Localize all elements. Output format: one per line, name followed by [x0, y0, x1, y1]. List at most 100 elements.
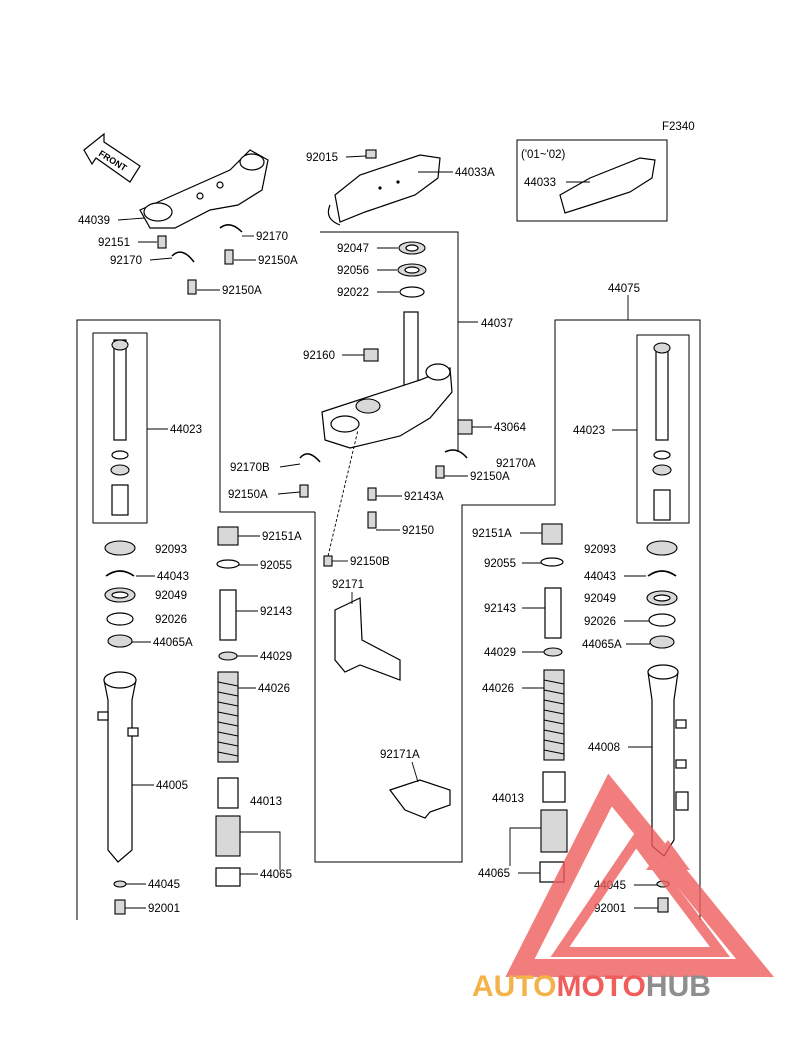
box-44023-left	[92, 332, 148, 524]
label-92151A-right: 92151A	[472, 528, 512, 540]
label-92015: 92015	[306, 152, 338, 164]
seal-92093-right	[646, 540, 678, 556]
label-44013-right: 44013	[492, 793, 524, 805]
label-92026-right: 92026	[584, 616, 616, 628]
label-92150: 92150	[402, 525, 434, 537]
label-92170A: 92170A	[496, 458, 536, 470]
stop-43064	[457, 419, 473, 435]
label-92093-left: 92093	[155, 544, 187, 556]
label-92026-left: 92026	[155, 614, 187, 626]
oring-92055-left	[216, 559, 240, 569]
label-92049-right: 92049	[584, 593, 616, 605]
seat-44029-right	[543, 647, 563, 657]
label-44075: 44075	[608, 283, 640, 295]
seal-92049-left	[104, 587, 136, 603]
spacer-92143-right	[544, 587, 562, 639]
bolt-92150A-4	[435, 465, 445, 479]
fork-tube-44023-left	[110, 339, 130, 516]
label-44008: 44008	[588, 742, 620, 754]
spring-44026-left	[217, 671, 239, 763]
seat-44029-left	[218, 651, 238, 661]
seal-92047	[398, 241, 426, 255]
box-left	[76, 319, 315, 920]
label-92055-right: 92055	[484, 558, 516, 570]
watermark-hub: HUB	[646, 970, 711, 1003]
label-44013-left: 44013	[250, 796, 282, 808]
label-92150B: 92150B	[350, 556, 390, 568]
stem-lower-bracket	[321, 311, 453, 449]
label-92151: 92151	[98, 237, 130, 249]
label-43064: 43064	[494, 422, 527, 434]
label-44037: 44037	[481, 318, 513, 330]
clip-92170-right	[219, 224, 243, 233]
label-92047: 92047	[337, 243, 369, 255]
label-92055-left: 92055	[260, 560, 292, 572]
label-44033A: 44033A	[455, 167, 495, 179]
label-92170-right: 92170	[256, 231, 288, 243]
label-92049-left: 92049	[155, 590, 187, 602]
seal-92049-right	[646, 590, 678, 606]
oring-92055-right	[540, 557, 564, 567]
label-44039: 44039	[78, 215, 110, 227]
bolt-92150A-2	[187, 279, 197, 295]
bolt-92001-left	[114, 899, 126, 915]
bolt-92150A-1	[224, 249, 234, 265]
bolt-92001-right	[657, 897, 669, 913]
cap-92151A-right	[541, 523, 563, 545]
seal-92093-left	[104, 540, 136, 556]
watermark-logo: AUTOMOTOHUB	[472, 970, 711, 1003]
bolt-92150B	[323, 555, 333, 567]
label-44065-left: 44065	[260, 869, 292, 881]
label-44026-left: 44026	[258, 683, 290, 695]
label-44043-left: 44043	[157, 571, 189, 583]
clip-92170B	[299, 453, 321, 463]
label-92143A: 92143A	[404, 491, 444, 503]
piston-44013-left	[215, 777, 241, 857]
washer-92026-left	[106, 612, 134, 626]
label-92001-right: 92001	[594, 903, 626, 915]
label-92143-left: 92143	[260, 606, 292, 618]
label-44023-left: 44023	[170, 424, 202, 436]
label-92151A-left: 92151A	[262, 531, 302, 543]
clip-92170-left	[171, 251, 195, 263]
label-92171A: 92171A	[380, 749, 420, 761]
label-44045-left: 44045	[148, 879, 180, 891]
watermark-auto: AUTO	[472, 970, 556, 1003]
bracket-92171A	[389, 779, 451, 819]
nut-92160	[363, 348, 379, 362]
variant-label: ('01~'02)	[521, 149, 566, 161]
box-44023-right	[636, 334, 690, 524]
clip-44043-right	[647, 570, 677, 577]
spacer-92143-left	[219, 589, 237, 641]
label-92170-left: 92170	[110, 255, 142, 267]
svg-text:AUTOMOTOHUB: AUTOMOTOHUB	[472, 970, 711, 1003]
label-92160: 92160	[303, 350, 335, 362]
label-92150A-1: 92150A	[258, 255, 298, 267]
watermark-moto: MOTO	[556, 970, 645, 1003]
front-arrow-icon: FRONT	[83, 132, 141, 183]
box-center-right	[314, 319, 701, 920]
outer-tube-44008	[647, 664, 689, 857]
label-44029-right: 44029	[484, 647, 516, 659]
clip-92170A	[444, 449, 468, 459]
label-92171: 92171	[332, 579, 364, 591]
clip-44043-left	[105, 570, 135, 577]
label-44029-left: 44029	[260, 651, 292, 663]
fork-tube-44023-right	[652, 342, 672, 521]
bracket-92171	[334, 597, 401, 681]
washer-92026-right	[648, 613, 676, 627]
label-92150A-3: 92150A	[228, 489, 268, 501]
label-44043-right: 44043	[584, 571, 616, 583]
figure-code: F2340	[662, 121, 695, 133]
label-44023-right: 44023	[573, 425, 605, 437]
bushing-44065A-left	[107, 634, 133, 648]
label-44026-right: 44026	[482, 683, 514, 695]
label-44033: 44033	[524, 177, 556, 189]
bolt-92150A-3	[299, 484, 309, 498]
watermark-triangle-icon	[505, 773, 774, 977]
box-44037	[320, 231, 459, 452]
cover-44033	[559, 157, 656, 214]
nut-92015	[365, 149, 377, 159]
bushing-44065A-right	[649, 635, 675, 649]
